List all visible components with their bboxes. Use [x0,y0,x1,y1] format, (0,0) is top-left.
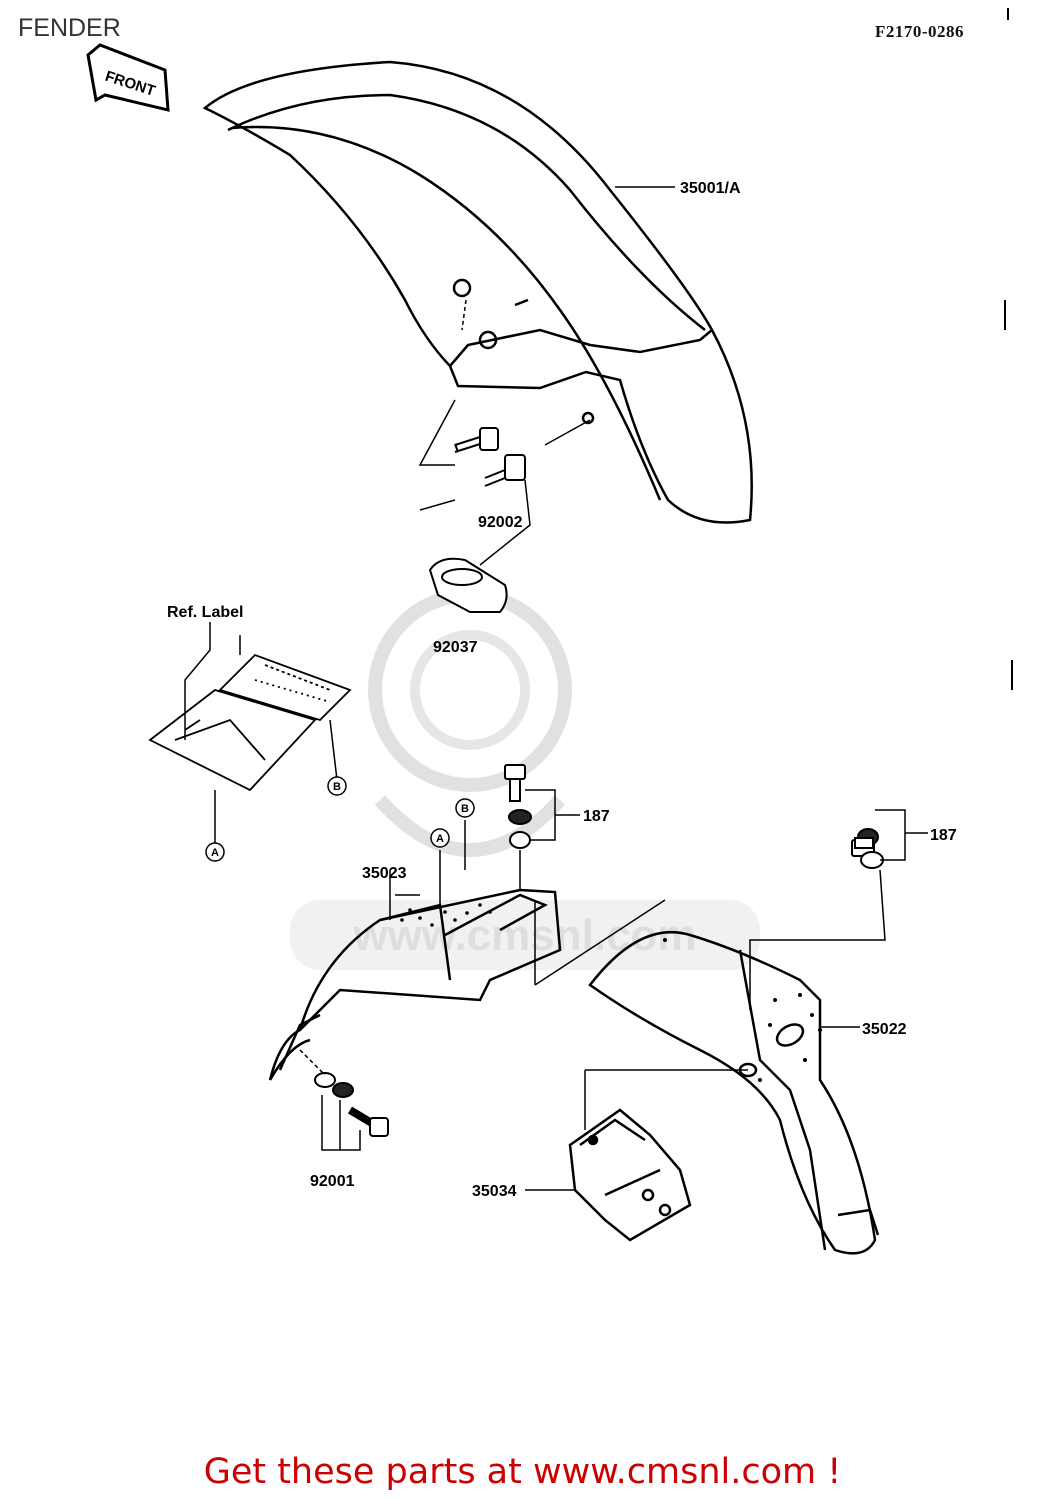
front-fender [202,60,753,524]
ref-a-label-marker: A [205,842,225,862]
ref-b-label-letter: B [333,781,341,793]
leader-lines-92001 [299,1049,361,1151]
leader-lines-187-left [519,789,580,890]
rubber-92037 [428,557,508,613]
ref-b-label-marker: B [327,776,347,796]
front-arrow-icon: FRONT [86,43,170,112]
label-187-left: 187 [583,808,610,825]
leader-lines-rear [389,820,860,1191]
label-92001: 92001 [310,1173,355,1190]
watermark-text: www.cmsnl.com [352,911,696,960]
label-35022: 35022 [862,1021,907,1038]
diagram-code: F2170-0286 [875,22,965,41]
leader-lines-187-right [749,809,928,1010]
margin-marks [1004,8,1013,690]
ref-a-label-letter: A [211,847,219,859]
footer-link[interactable]: Get these parts at www.cmsnl.com ! [203,1452,842,1492]
leader-lines-fender [418,186,675,566]
ref-label-panels [148,653,352,792]
bolt-92002-upper [454,427,499,453]
rear-fender-35022-dots [663,938,822,1082]
bolt-187-right [851,828,884,869]
label-92037: 92037 [433,639,478,656]
rear-fender-35022 [588,930,880,1255]
label-ref-label: Ref. Label [167,604,243,621]
label-92002: 92002 [478,514,523,531]
rear-fender-inner-35023 [268,888,562,1081]
ref-b-top-letter: B [461,803,469,815]
bolt-92002-lower [484,454,526,487]
label-35034: 35034 [472,1183,517,1200]
ref-b-top-marker: B [455,798,475,818]
watermark: www.cmsnl.com [290,588,760,970]
page-title: FENDER [18,14,121,42]
rear-fender-dots [400,903,492,927]
label-35023: 35023 [362,865,407,882]
ref-a-top-marker: A [430,828,450,848]
label-187-right: 187 [930,827,957,844]
bolt-92001 [314,1072,389,1137]
ref-a-top-letter: A [436,833,444,845]
bracket-35034 [568,1108,692,1242]
label-35001a: 35001/A [680,180,741,197]
leader-lines-ref [184,622,338,850]
